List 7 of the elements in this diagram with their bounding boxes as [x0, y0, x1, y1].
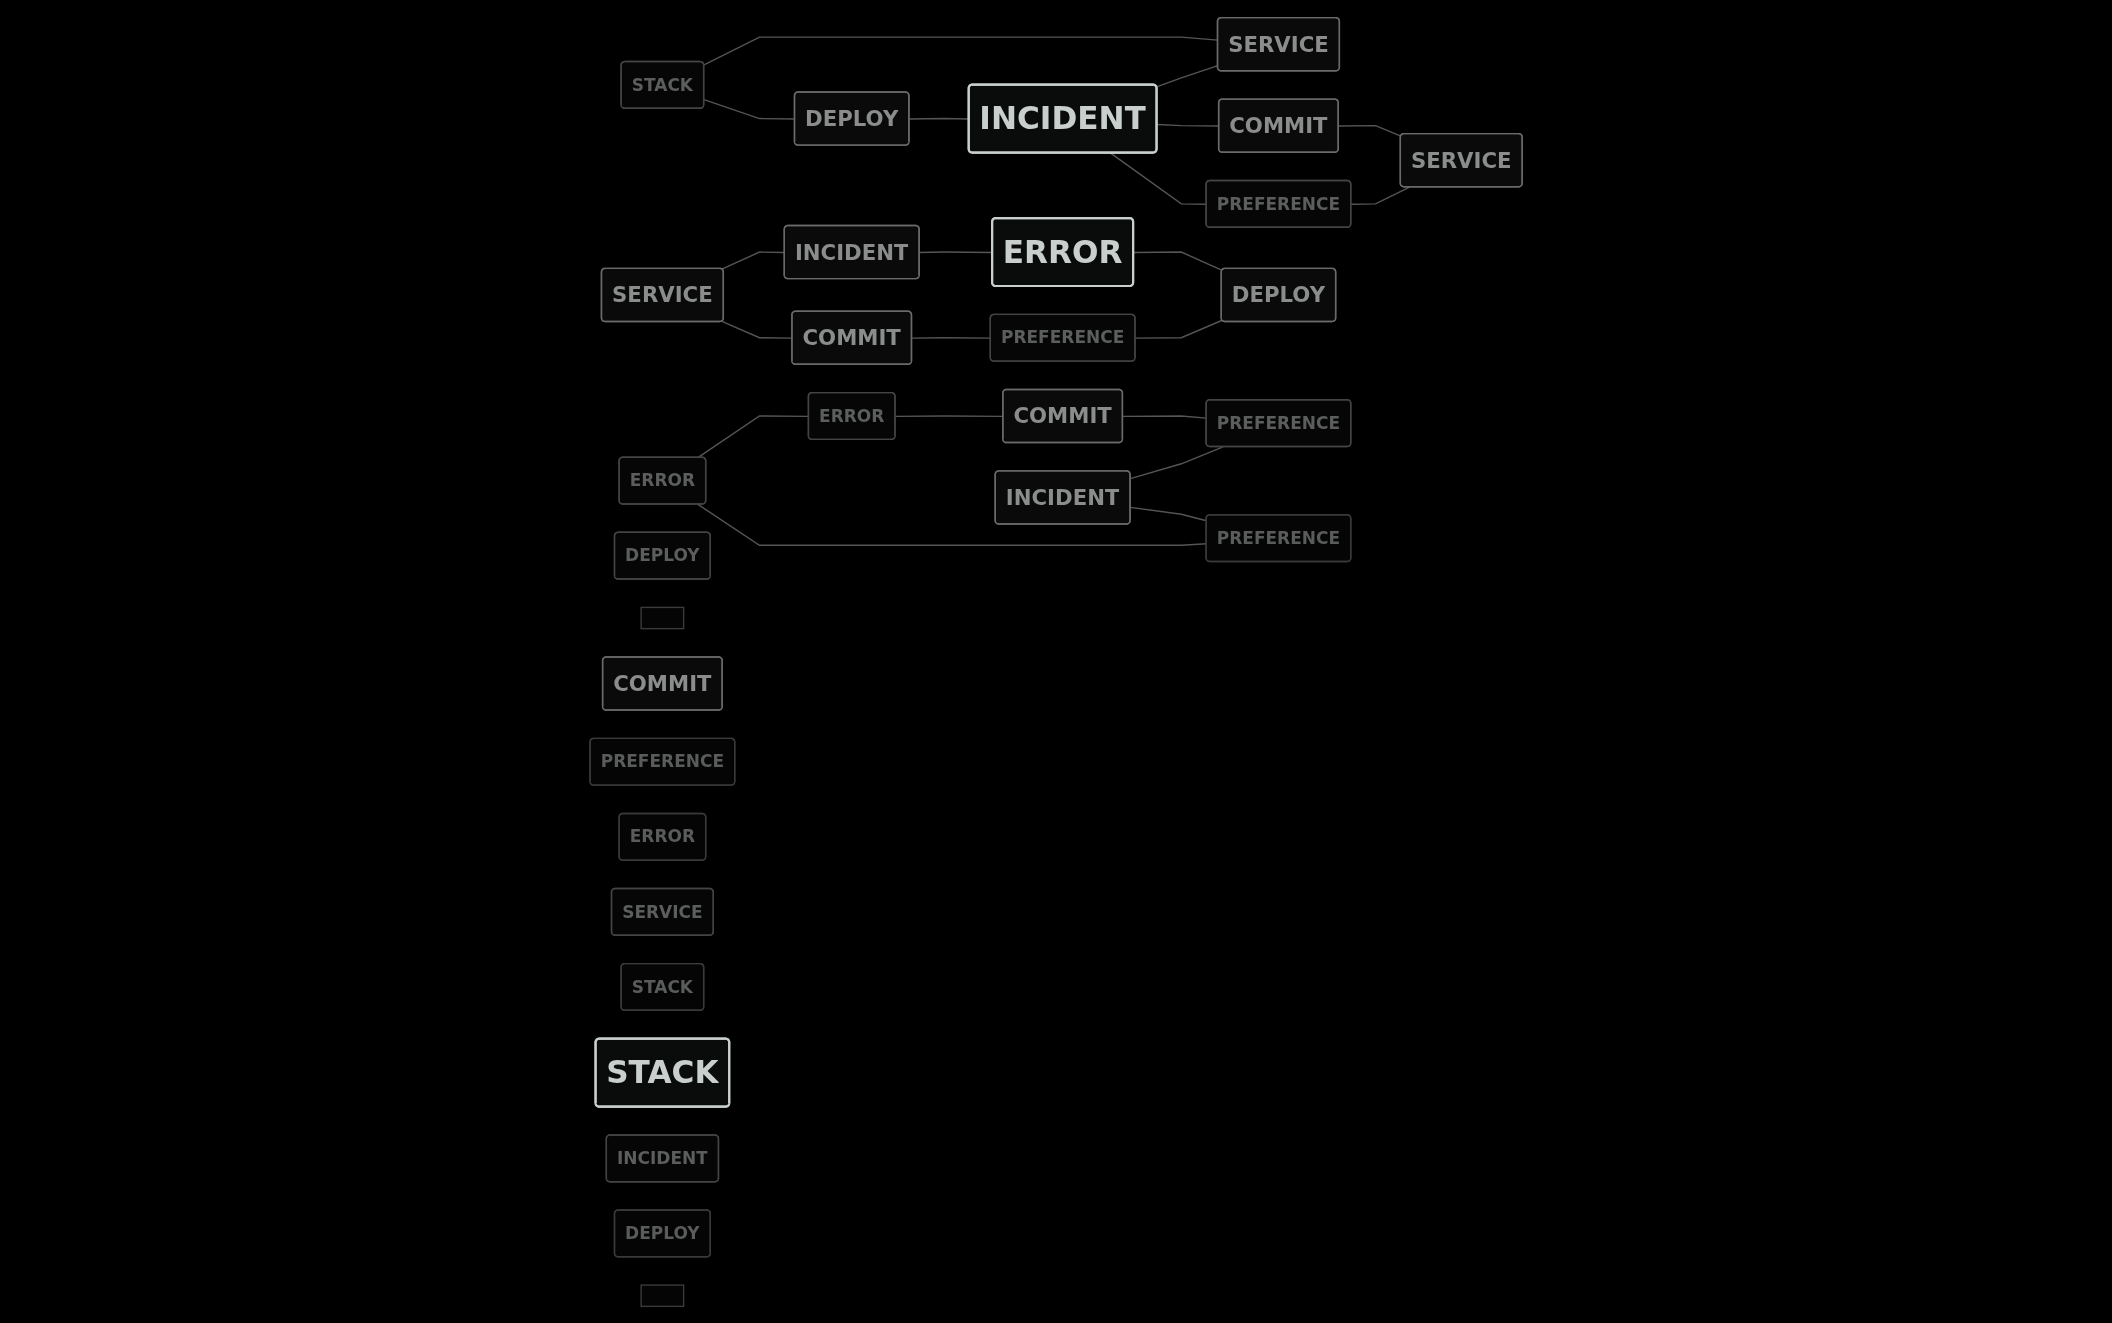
- connector: [1129, 445, 1224, 479]
- connector: [1350, 185, 1411, 205]
- connector: [1132, 250, 1223, 271]
- node-box: [640, 1283, 685, 1307]
- connector: [1134, 319, 1223, 339]
- connector: [1155, 64, 1219, 88]
- node-box: [640, 606, 685, 629]
